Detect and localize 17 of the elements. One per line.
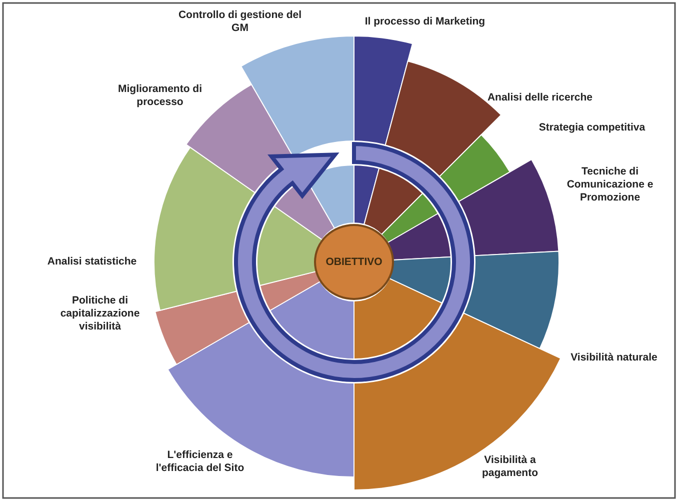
segment-label: Controllo di gestione del GM [177,8,303,36]
segment-label: L'efficienza e l'efficacia del Sito [154,448,246,476]
pie-wedge [154,290,250,365]
segment-label: Visibilità a pagamento [480,454,539,480]
pie-wedge [439,134,510,202]
segment-label: Strategia competitiva [538,121,646,135]
segment-label: Analisi delle ricerche [486,91,594,105]
segment-label: Miglioramento di processo [117,82,203,110]
goal-label: OBIETTIVO [326,256,382,268]
pie-wedge [458,159,560,256]
segment-label: Analisi statistiche [46,255,138,269]
segment-label: Politiche di capitalizzazione visibilità [59,294,141,334]
segment-label: Tecniche di Comunicazione e Promozione [566,165,654,205]
segment-label: Visibilità naturale [570,351,658,365]
pie-wedge [463,250,560,350]
segment-label: Il processo di Marketing [364,15,486,29]
pie-wedge [354,36,413,146]
